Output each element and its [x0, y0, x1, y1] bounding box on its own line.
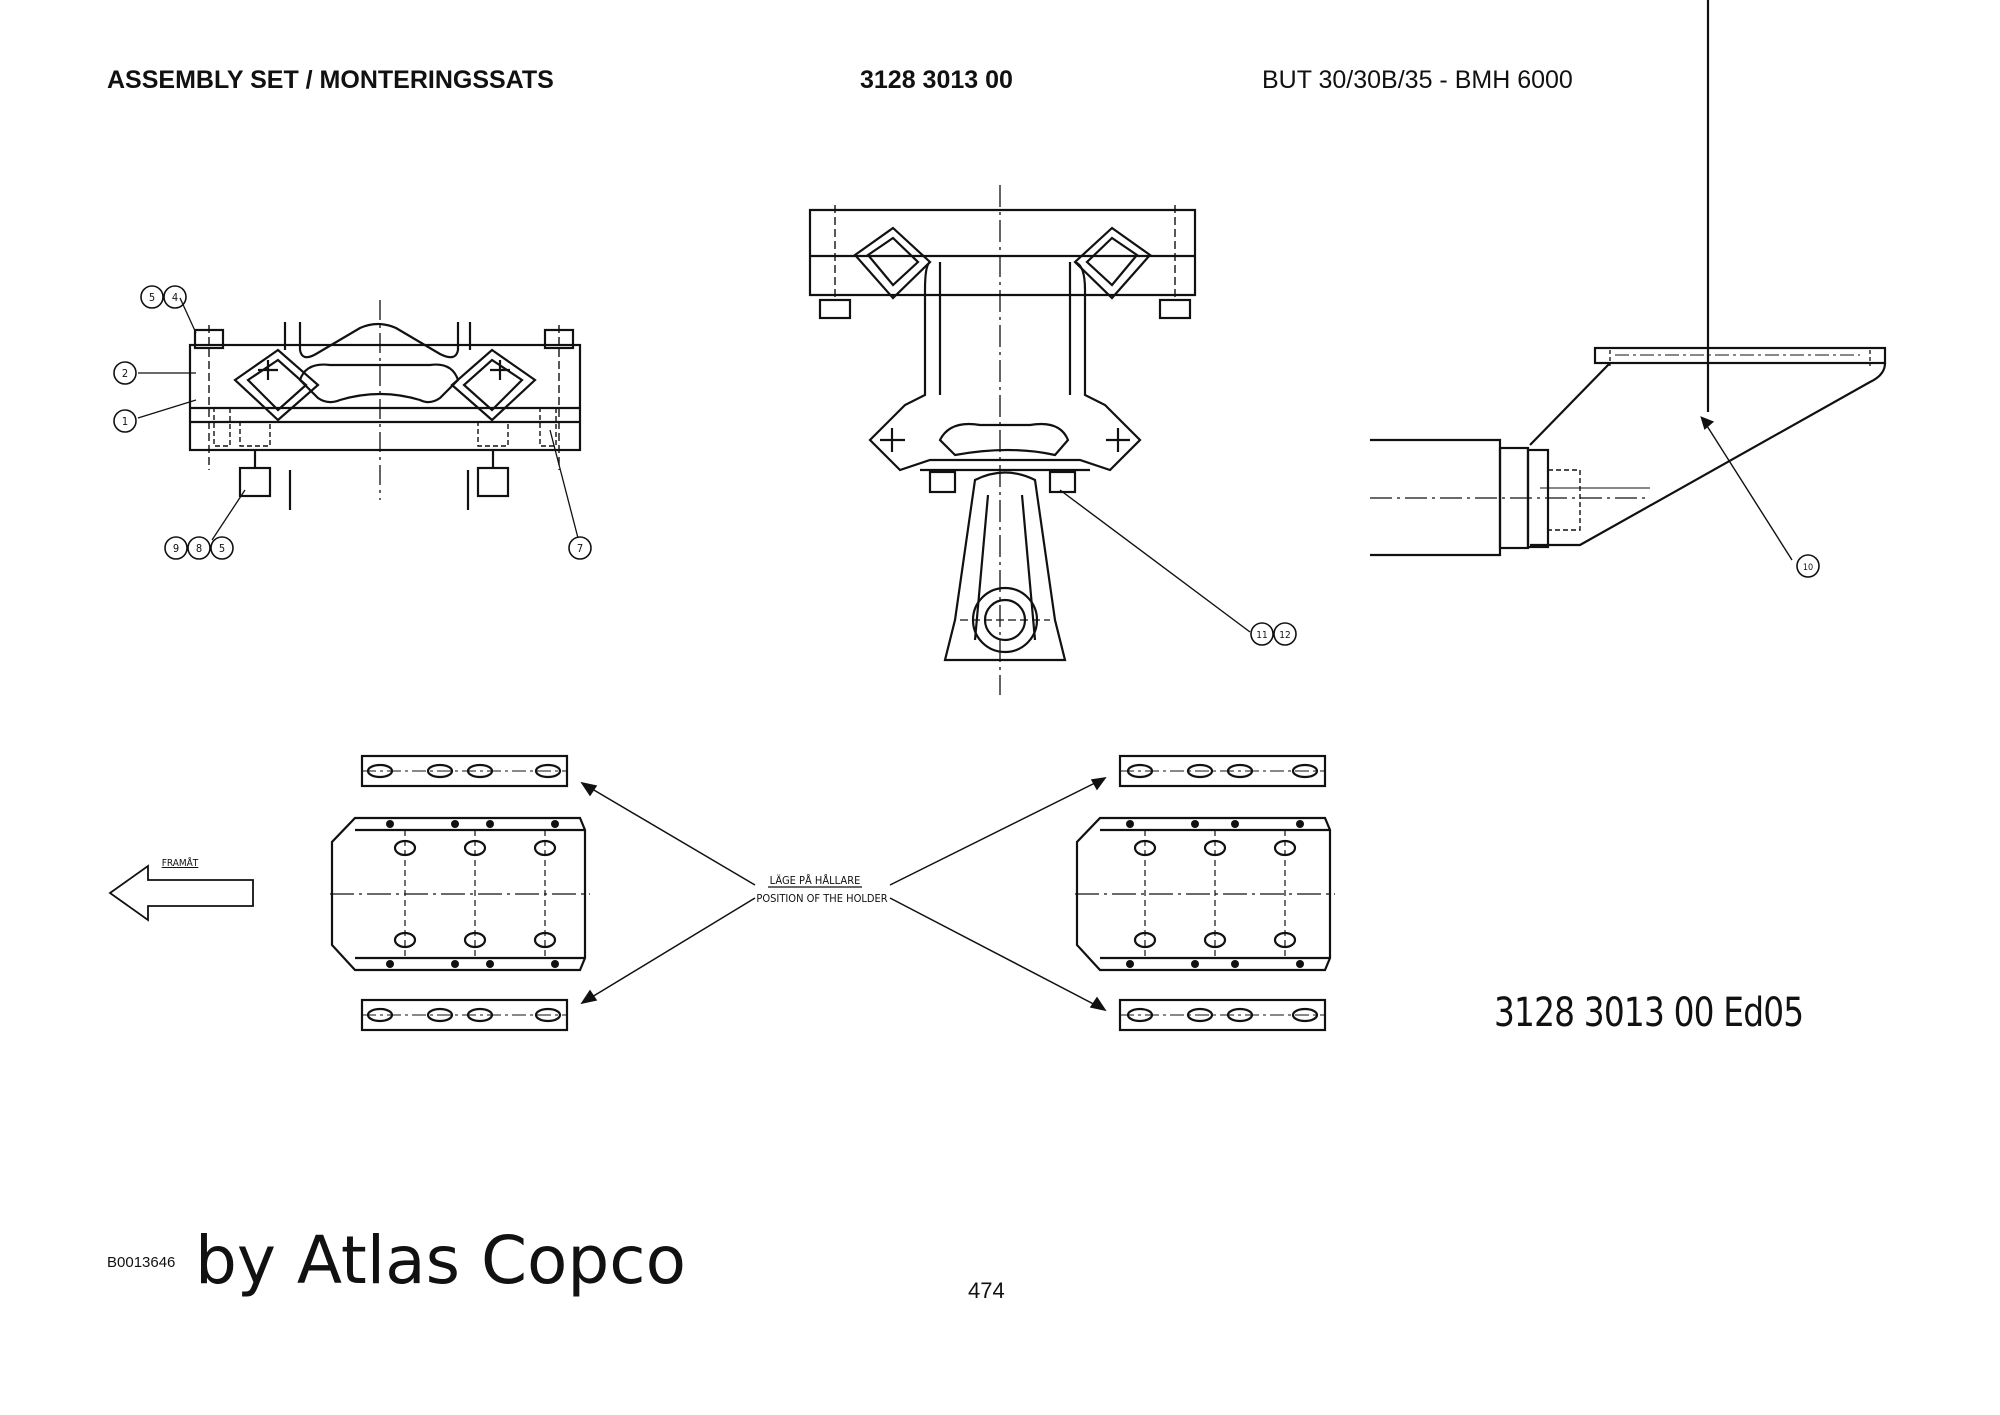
forward-label: FRAMÅT	[162, 856, 199, 869]
forward-arrow	[108, 864, 254, 922]
document-title: ASSEMBLY SET / MONTERINGSSATS	[107, 66, 554, 94]
callout-5: 5	[149, 291, 155, 304]
callout-12: 12	[1279, 630, 1290, 641]
model-designation: BUT 30/30B/35 - BMH 6000	[1262, 66, 1573, 94]
callout-9: 9	[173, 542, 179, 555]
callout-8: 8	[196, 542, 202, 555]
edition-number: 3128 3013 00 Ed05	[1494, 990, 1804, 1036]
callout-4: 4	[172, 291, 178, 304]
callout-1: 1	[122, 415, 128, 428]
callout-11: 11	[1256, 630, 1267, 641]
holder-plan-left	[330, 754, 590, 1032]
position-label-en: POSITION OF THE HOLDER	[756, 892, 887, 905]
callout-2: 2	[122, 367, 128, 380]
callout-7: 7	[577, 542, 583, 555]
credit-text: by Atlas Copco	[195, 1222, 686, 1299]
callout-10: 10	[1803, 563, 1813, 573]
holder-plan-right	[1075, 754, 1335, 1032]
view-side	[1370, 0, 1887, 561]
part-number: 3128 3013 00	[860, 66, 1013, 94]
position-arrows	[580, 776, 1107, 1012]
position-label-sv: LÄGE PÅ HÅLLARE	[770, 874, 861, 887]
image-code: B0013646	[107, 1254, 176, 1271]
callout-5b: 5	[219, 542, 225, 555]
page-number: 474	[968, 1278, 1005, 1303]
view-clamp-left	[137, 297, 582, 541]
view-center-section	[808, 185, 1251, 695]
